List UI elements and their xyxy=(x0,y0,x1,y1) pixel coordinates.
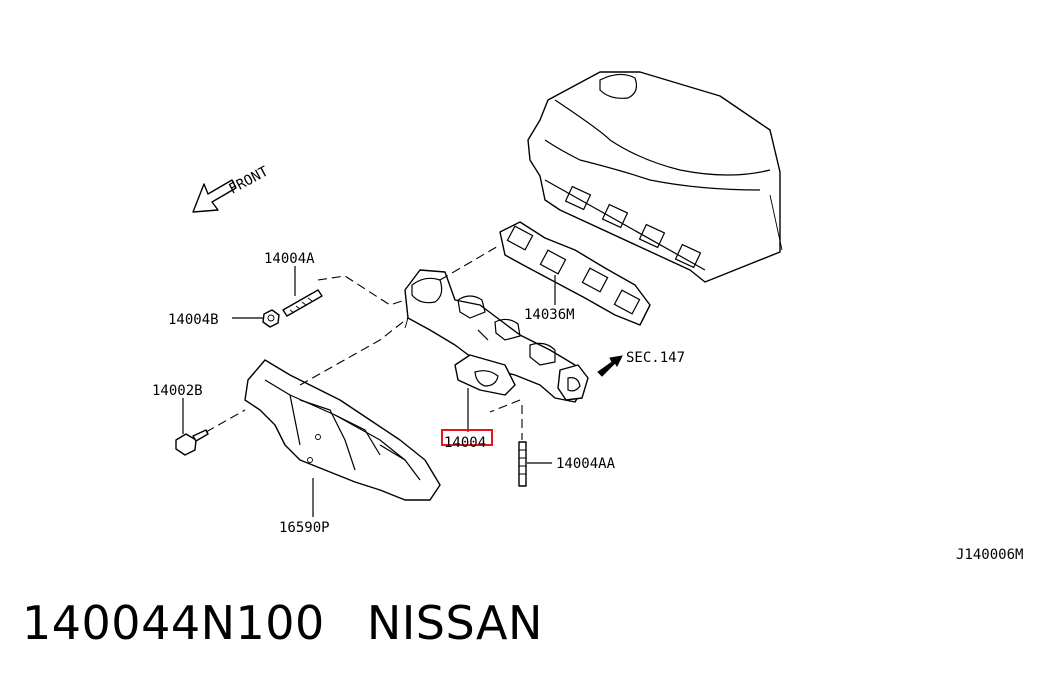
label-14004a: 14004A xyxy=(264,251,315,267)
part-number: 140044N100 xyxy=(22,596,325,650)
label-14004b: 14004B xyxy=(168,312,219,328)
brand-name: NISSAN xyxy=(366,596,543,650)
gasket-part xyxy=(499,221,651,326)
label-14002b: 14002B xyxy=(152,383,203,399)
assembly-line-stud xyxy=(317,275,406,306)
nut-14004b-part xyxy=(262,309,280,328)
assembly-line-gasket xyxy=(439,244,501,281)
engine-block xyxy=(527,71,783,283)
assembly-line-shield xyxy=(299,317,409,386)
heat-shield-part xyxy=(244,359,441,501)
label-14004: 14004 xyxy=(444,435,486,451)
highlight-box xyxy=(441,429,493,446)
label-14036m: 14036M xyxy=(524,307,575,323)
bolt-14002b-part xyxy=(175,429,209,456)
front-label: FRONT xyxy=(226,163,271,197)
stud-14004aa-part xyxy=(518,441,527,487)
drawing-code: J140006M xyxy=(956,547,1023,563)
label-14004aa: 14004AA xyxy=(556,456,616,472)
stud-14004a-part xyxy=(282,289,323,317)
label-16590p: 16590P xyxy=(279,520,330,536)
label-sec147: SEC.147 xyxy=(626,350,685,366)
exhaust-manifold-part xyxy=(404,269,589,403)
assembly-line-stud-aa xyxy=(489,399,523,440)
footer-caption: 140044N100 NISSAN xyxy=(22,596,543,650)
front-arrow-icon xyxy=(192,179,237,213)
section-arrow-icon xyxy=(597,355,623,377)
assembly-line-bolt xyxy=(205,409,246,433)
parts-diagram: FRONT xyxy=(152,71,1023,563)
